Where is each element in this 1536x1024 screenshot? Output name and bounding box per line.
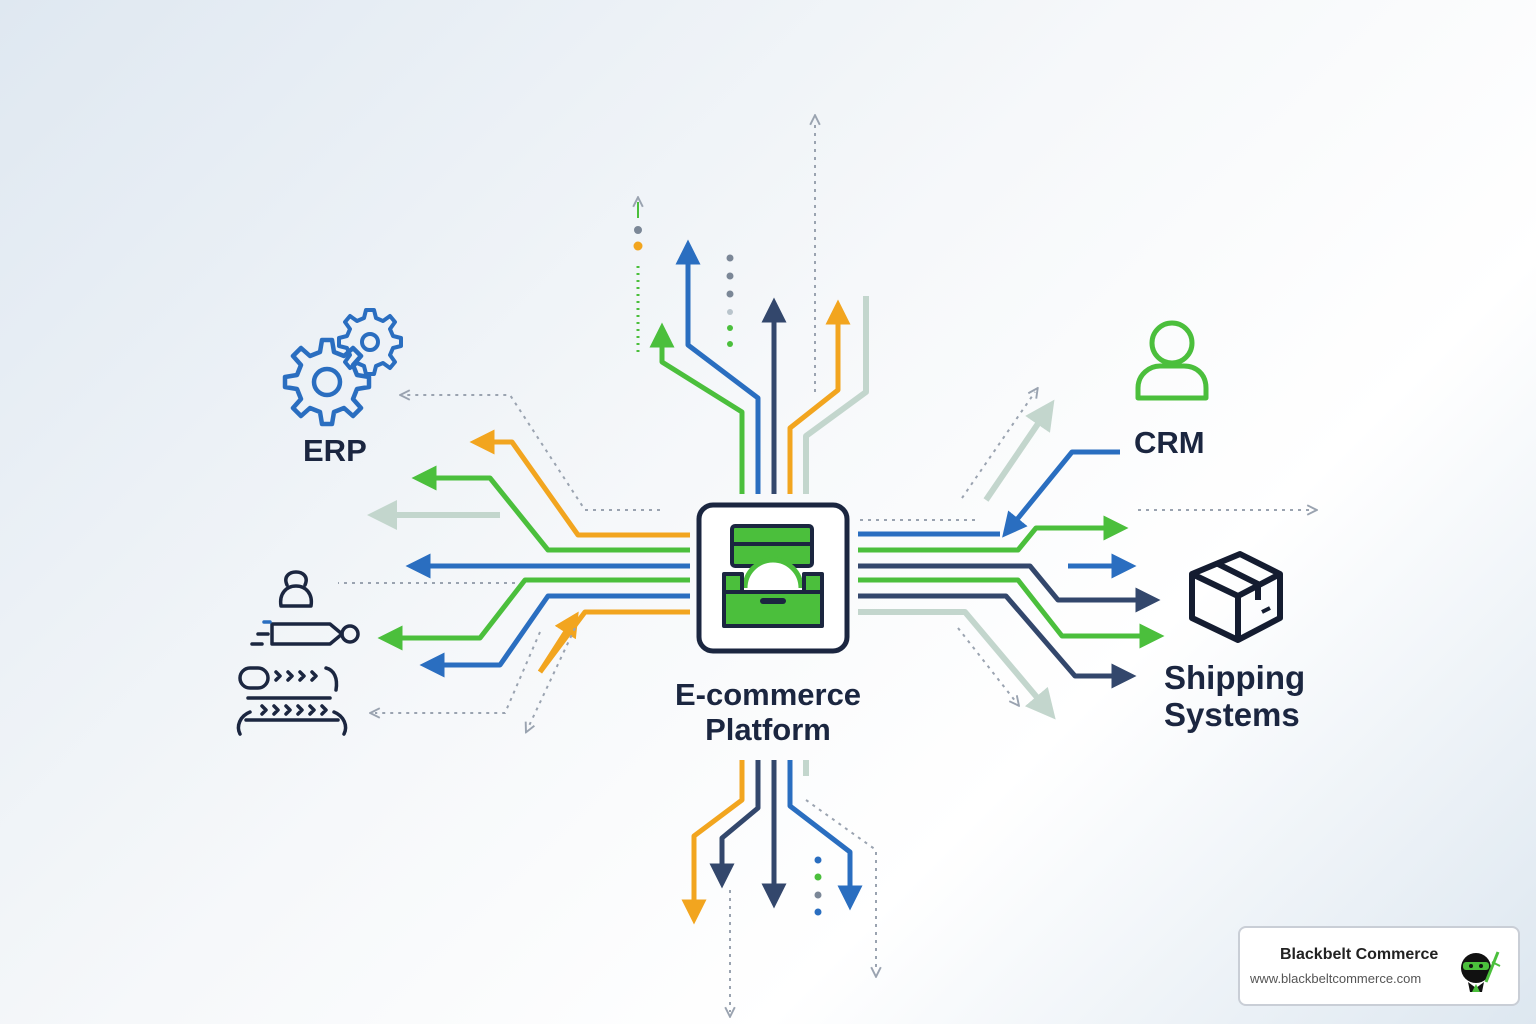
dot [726,290,734,298]
connector-line [709,760,761,889]
connector-line [787,299,851,494]
shipping-systems-label: Shipping Systems [1164,659,1306,733]
gears-icon [282,308,403,427]
dot [634,226,642,234]
connector-line [528,627,576,728]
connector-line [858,609,1056,720]
dot [727,325,733,331]
connector-line [537,611,579,674]
erp-label: ERP [303,433,367,468]
user-icon [1135,320,1209,401]
connector-line [858,577,1165,649]
storefront-icon [696,502,850,654]
package-box-icon [1189,551,1283,643]
connector-line [858,515,1129,553]
connector-line [681,760,745,925]
dot [727,309,733,315]
connector-line [961,392,1035,499]
dot [633,241,643,251]
top-dots [633,226,734,347]
connector-line [419,593,690,678]
connector-line [405,395,660,511]
dot [726,254,734,262]
connector-line [411,465,690,553]
dot [814,856,822,864]
crm-label: CRM [1134,425,1205,460]
left-connectors [338,395,690,728]
ecommerce-platform-label: E-commerce Platform [674,677,862,747]
connector-line [538,609,690,674]
connector-line [983,399,1055,502]
conveyor-automation-icon [236,570,360,736]
brand-badge[interactable]: Blackbelt Commerce www.blackbeltcommerce… [1238,926,1520,1006]
brand-url[interactable]: www.blackbeltcommerce.com [1250,971,1422,986]
connector-line [377,577,690,651]
connector-line [1002,449,1120,538]
dot [727,341,733,347]
connector-line [649,322,745,494]
connector-line [787,760,863,911]
top-connectors [638,120,869,494]
right-connectors [858,392,1312,720]
bottom-connectors [681,760,876,1012]
connector-line [375,631,541,713]
dot [814,908,822,916]
bottom-dots [814,856,822,916]
brand-name: Blackbelt Commerce [1280,946,1439,963]
connector-line [803,296,869,494]
dot [726,272,734,280]
dot [814,891,822,899]
connector-line [858,563,1161,613]
connector-line [858,593,1137,689]
connector-line [675,239,761,494]
dot [814,873,822,881]
connector-line [469,429,690,538]
ninja-mascot-icon [1461,951,1501,992]
